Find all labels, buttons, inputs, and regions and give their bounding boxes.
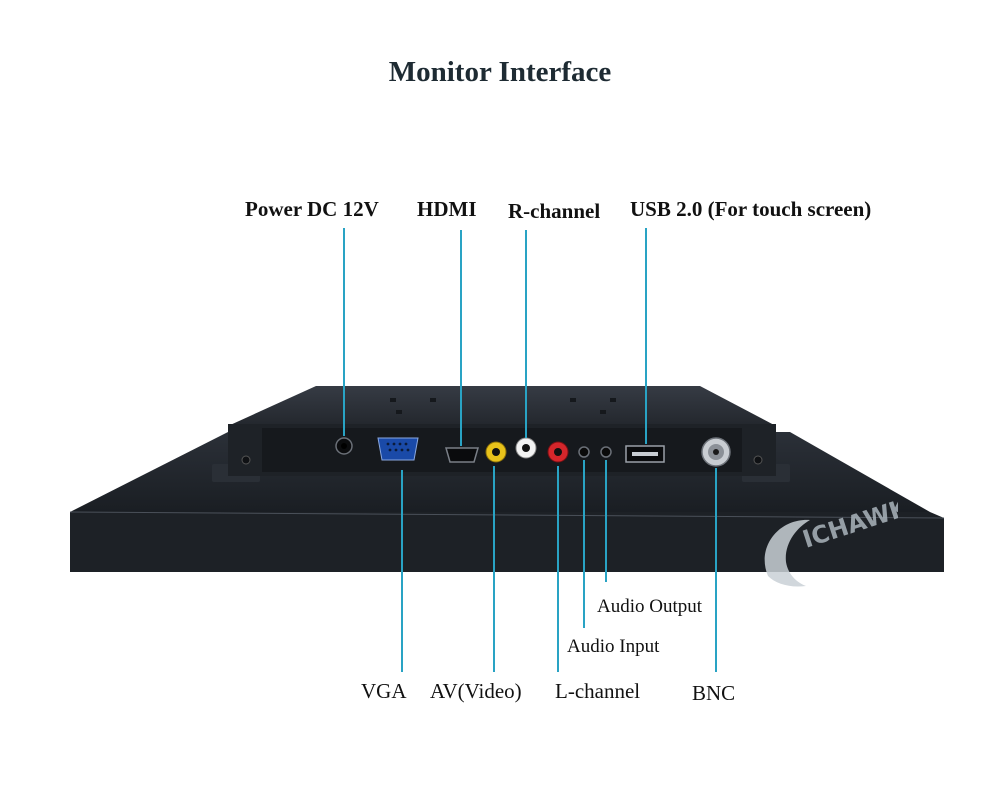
- label-bnc: BNC: [692, 681, 736, 705]
- ichawk-watermark-logo: ICHAWK: [764, 493, 898, 587]
- vent-holes: [390, 398, 616, 414]
- monitor-front-edge: [70, 512, 944, 572]
- label-r-channel: R-channel: [508, 199, 601, 223]
- label-power: Power DC 12V: [245, 197, 379, 221]
- label-l-channel: L-channel: [555, 679, 641, 703]
- rear-box-top: [228, 386, 776, 426]
- audio-output-jack-icon: [600, 446, 612, 458]
- screw-icon: [753, 455, 763, 465]
- label-vga: VGA: [361, 679, 407, 703]
- label-audio-input: Audio Input: [567, 636, 660, 657]
- screw-icon: [241, 455, 251, 465]
- hdmi-port-icon: [445, 447, 479, 463]
- leader-lines: [343, 228, 717, 672]
- label-audio-output: Audio Output: [597, 596, 703, 617]
- label-av: AV(Video): [430, 679, 522, 703]
- vga-port-icon: [377, 437, 419, 461]
- page-title: Monitor Interface: [388, 56, 612, 88]
- label-hdmi: HDMI: [417, 197, 477, 221]
- label-usb: USB 2.0 (For touch screen): [630, 197, 872, 221]
- audio-input-jack-icon: [578, 446, 590, 458]
- svg-text:ICHAWK: ICHAWK: [799, 493, 898, 554]
